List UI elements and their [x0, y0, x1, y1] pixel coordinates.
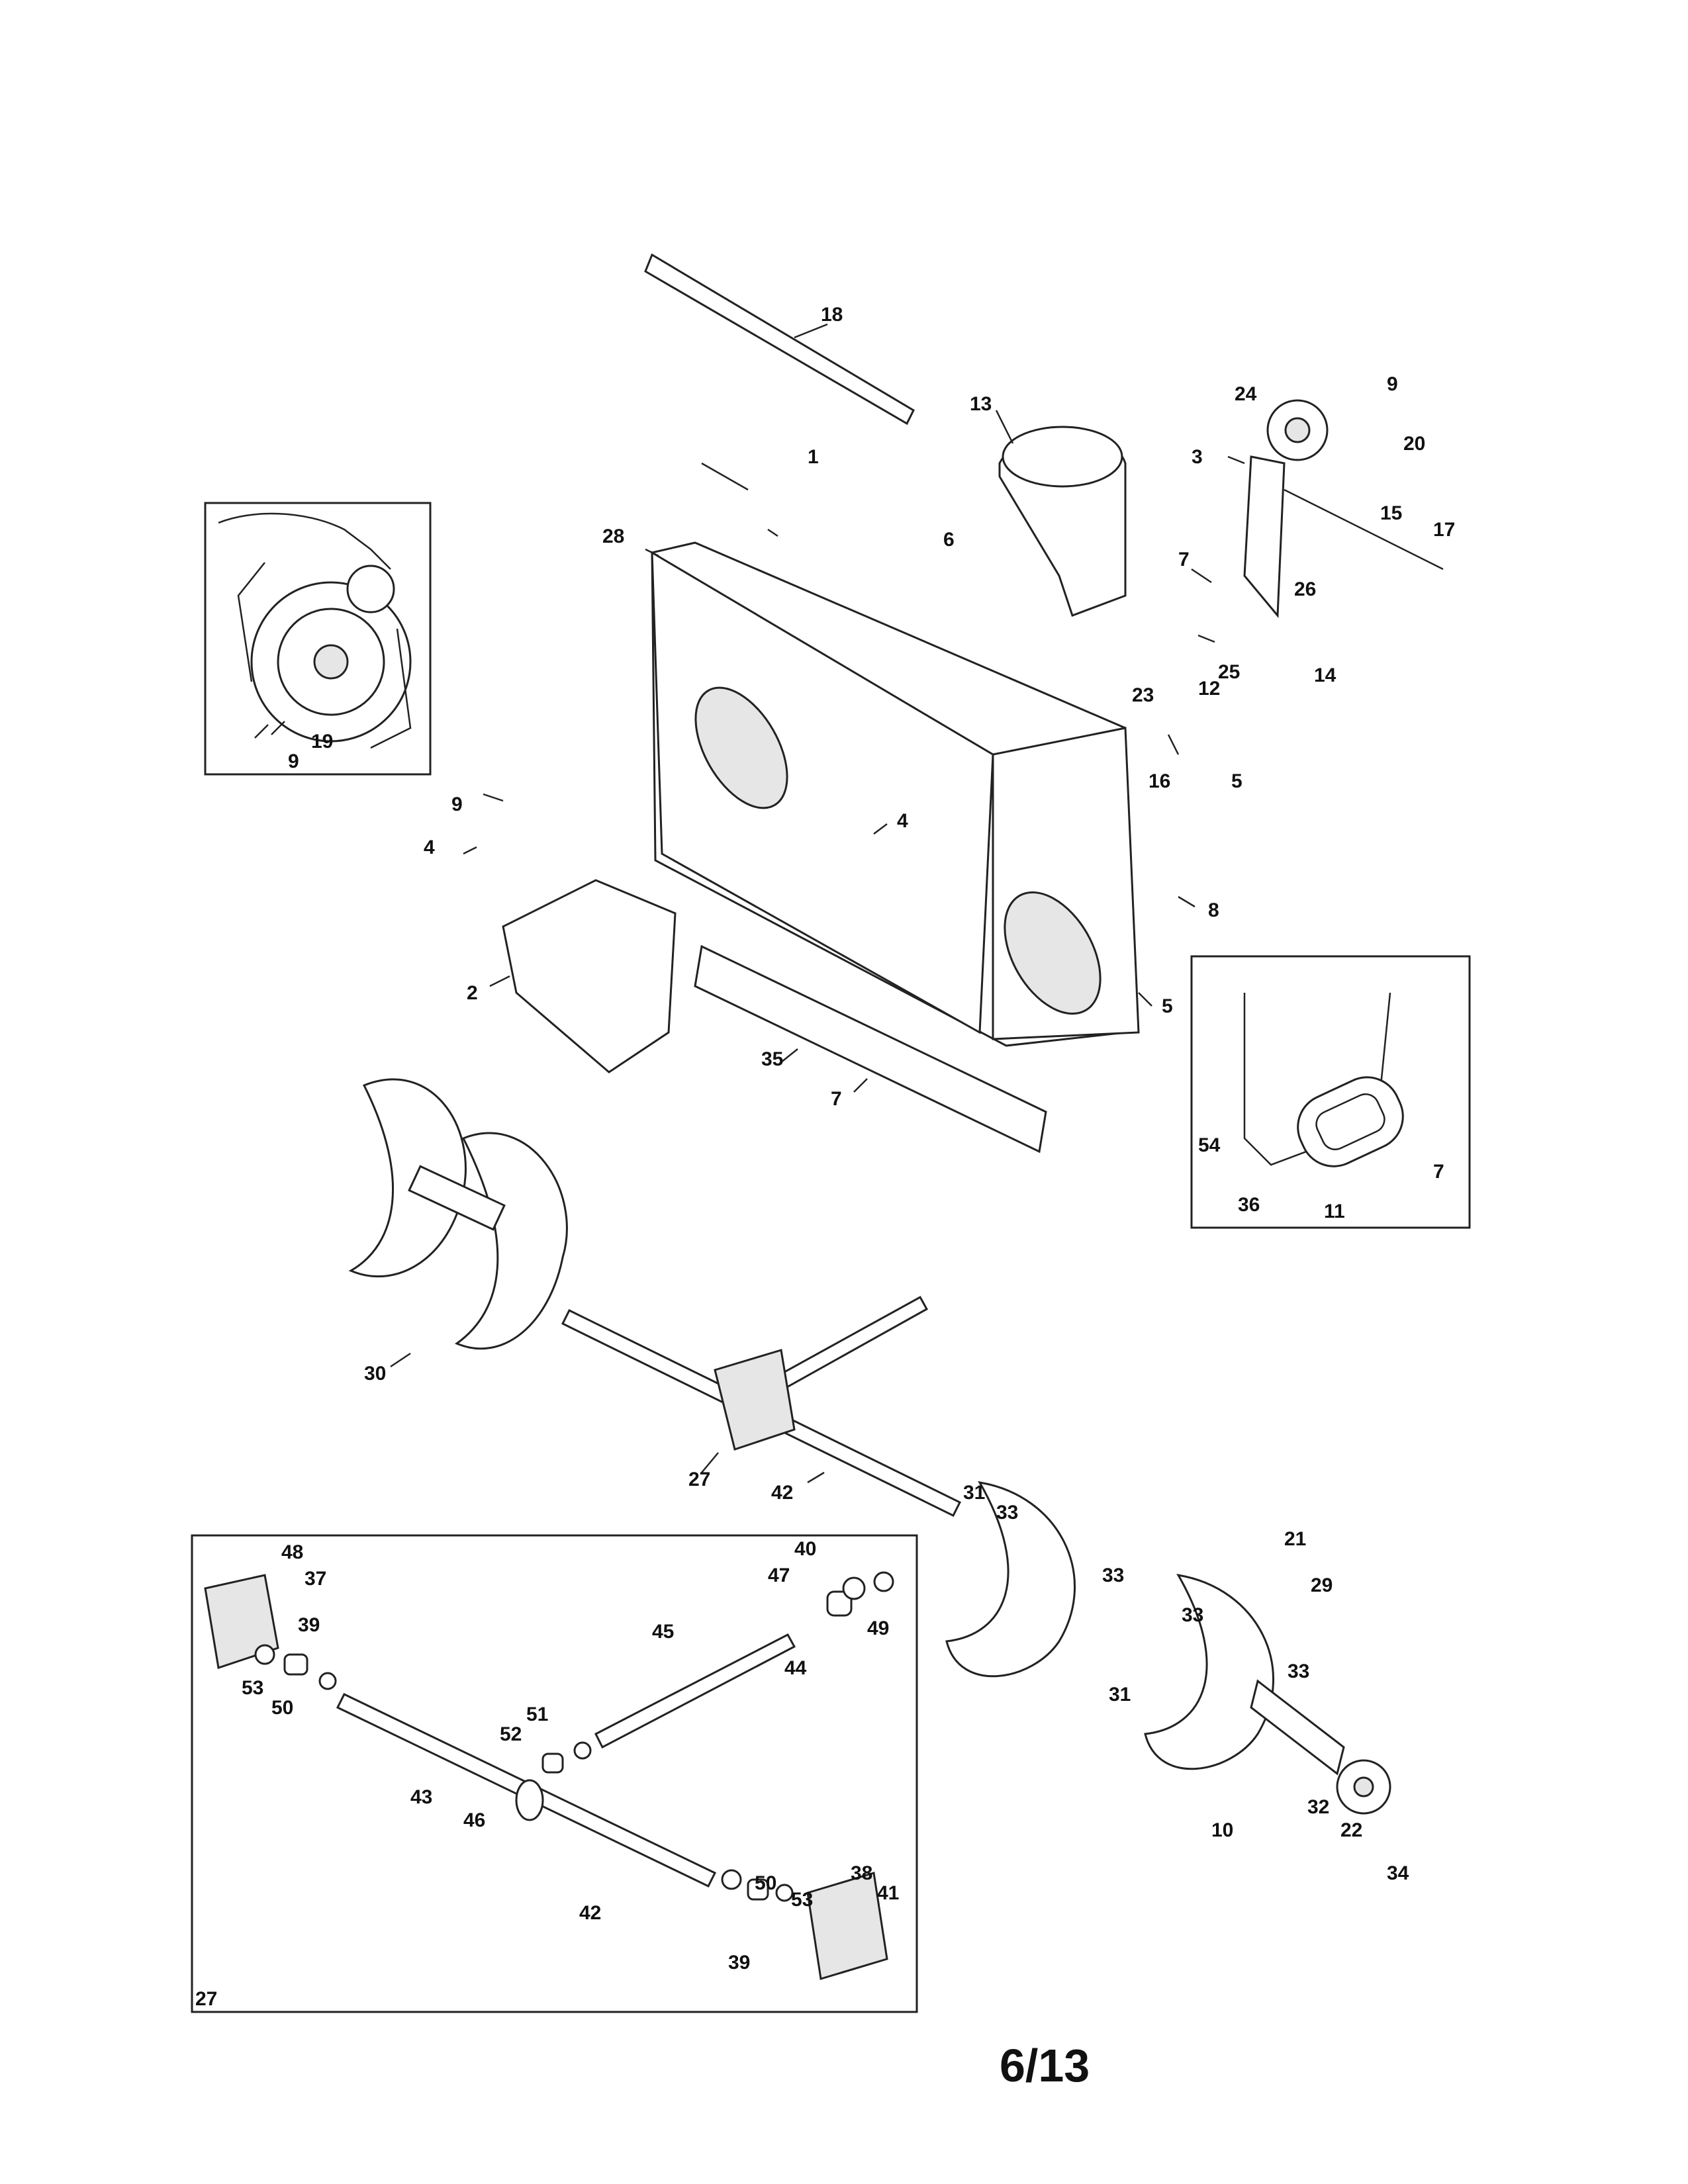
- callout-9a: 9: [1387, 373, 1398, 395]
- callout-6: 6: [943, 529, 955, 551]
- callout-5b: 5: [1162, 995, 1173, 1017]
- gearbox: [714, 1349, 796, 1451]
- callout-48: 48: [281, 1541, 303, 1563]
- callout-2: 2: [467, 982, 478, 1004]
- callout-27: 27: [688, 1469, 710, 1490]
- callout-40: 40: [794, 1538, 816, 1560]
- callout-11: 11: [1324, 1201, 1345, 1222]
- callout-46: 46: [463, 1809, 485, 1831]
- callout-26: 26: [1294, 578, 1316, 600]
- callout-7a: 7: [1178, 549, 1190, 570]
- callout-30: 30: [364, 1363, 386, 1385]
- callout-9c: 9: [451, 794, 463, 815]
- callout-50a: 50: [271, 1697, 293, 1719]
- callout-7c: 7: [1433, 1161, 1444, 1183]
- skid-shoe-inset: [1190, 955, 1471, 1229]
- callout-45: 45: [652, 1621, 674, 1643]
- callout-33b: 33: [1102, 1565, 1124, 1586]
- callout-15: 15: [1380, 502, 1402, 524]
- callout-39b: 39: [728, 1952, 750, 1974]
- callout-49: 49: [867, 1617, 889, 1639]
- callout-25: 25: [1218, 661, 1240, 683]
- callout-20: 20: [1403, 433, 1425, 455]
- callout-labels: 1 2 3 4 4 5 5 6 7 7 7 8 9 9 9 10 11 12 1…: [195, 304, 1455, 2010]
- callout-12: 12: [1198, 678, 1220, 700]
- callout-51: 51: [526, 1704, 548, 1725]
- callout-4b: 4: [897, 810, 908, 832]
- callout-3: 3: [1192, 446, 1203, 468]
- callout-33a: 33: [996, 1502, 1018, 1524]
- callout-53b: 53: [791, 1889, 813, 1911]
- auger-left: [348, 1078, 568, 1350]
- callout-33d: 33: [1288, 1661, 1309, 1682]
- callout-13: 13: [970, 393, 992, 415]
- callout-33c: 33: [1182, 1604, 1203, 1626]
- auger-housing: [651, 541, 1140, 1047]
- callout-32: 32: [1307, 1796, 1329, 1818]
- callout-23: 23: [1132, 684, 1154, 706]
- belt-detail-inset: [204, 502, 432, 776]
- callout-19: 19: [311, 731, 333, 752]
- callout-31a: 31: [963, 1482, 985, 1504]
- callout-47: 47: [768, 1565, 790, 1586]
- callout-43: 43: [410, 1786, 432, 1808]
- callout-22: 22: [1340, 1819, 1362, 1841]
- callout-50b: 50: [755, 1872, 776, 1894]
- callout-16: 16: [1149, 770, 1170, 792]
- callout-52: 52: [500, 1723, 522, 1745]
- shave-plate: [694, 944, 1047, 1154]
- callout-5a: 5: [1231, 770, 1243, 792]
- leader-lines: [390, 323, 1245, 1484]
- callout-1: 1: [808, 446, 819, 468]
- callout-41: 41: [877, 1882, 899, 1904]
- callout-42b: 42: [579, 1902, 601, 1924]
- callout-24: 24: [1235, 383, 1257, 405]
- callout-31b: 31: [1109, 1684, 1131, 1706]
- callout-37: 37: [305, 1568, 326, 1590]
- callout-36: 36: [1238, 1194, 1260, 1216]
- callout-38: 38: [851, 1862, 872, 1884]
- page-number: 6/13: [1000, 2040, 1090, 2091]
- callout-4a: 4: [424, 837, 435, 858]
- callout-18: 18: [821, 304, 843, 326]
- callout-42a: 42: [771, 1482, 793, 1504]
- side-plate: [502, 879, 677, 1073]
- gearbox-assembly-inset: [191, 1534, 918, 2013]
- callout-14: 14: [1314, 664, 1336, 686]
- callout-28: 28: [602, 525, 624, 547]
- callout-9b: 9: [288, 751, 299, 772]
- callout-44: 44: [784, 1657, 807, 1679]
- callout-34: 34: [1387, 1862, 1409, 1884]
- callout-54: 54: [1198, 1134, 1221, 1156]
- callout-8: 8: [1208, 899, 1219, 921]
- callout-29: 29: [1311, 1574, 1333, 1596]
- callout-27-inset: 27: [195, 1988, 217, 2010]
- callout-17: 17: [1433, 519, 1455, 541]
- auger-right: [945, 1480, 1391, 1815]
- callout-35: 35: [761, 1048, 783, 1070]
- drive-shaft: [644, 253, 915, 426]
- callout-39a: 39: [298, 1614, 320, 1636]
- callout-7b: 7: [831, 1088, 842, 1110]
- callout-21: 21: [1284, 1528, 1306, 1550]
- idler-bracket: [1243, 455, 1286, 618]
- callout-53a: 53: [242, 1677, 263, 1699]
- callout-10: 10: [1211, 1819, 1233, 1841]
